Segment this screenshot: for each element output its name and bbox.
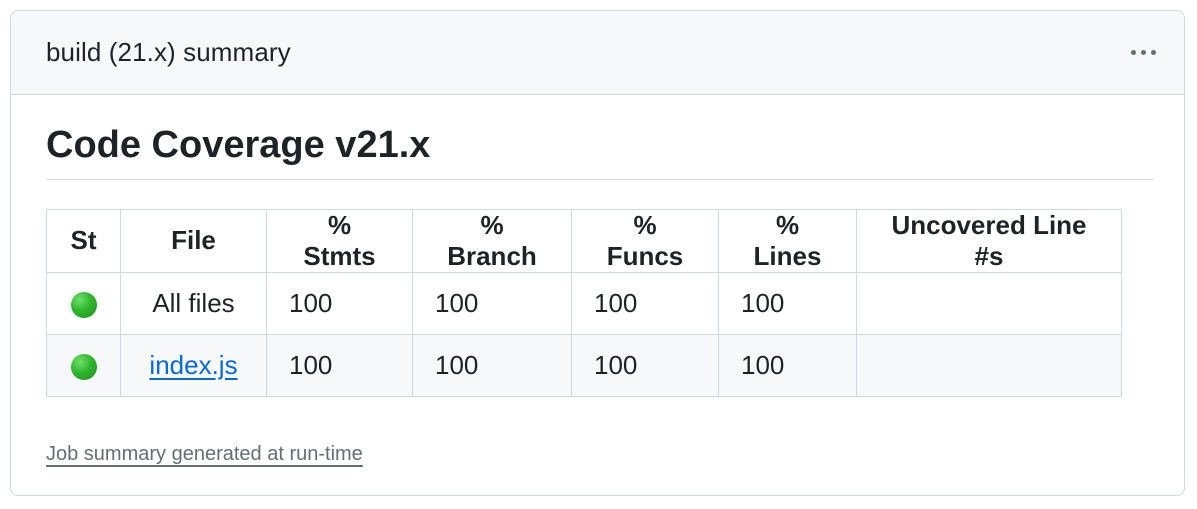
column-header-file: File (120, 208, 267, 273)
table-header-row: St File % Stmts % Branch % Funcs % Lines… (46, 208, 1122, 273)
stmts-cell: 100 (266, 271, 413, 335)
column-header-lines: % Lines (718, 208, 857, 273)
table-row: index.js 100 100 100 100 (46, 333, 1122, 397)
green-circle-icon (70, 291, 97, 318)
job-summary-card: build (21.x) summary Code Coverage v21.x… (10, 10, 1185, 496)
column-header-branch: % Branch (412, 208, 572, 273)
summary-title: build (21.x) summary (46, 37, 291, 67)
dot-icon (1141, 50, 1146, 55)
status-cell (46, 333, 121, 397)
lines-cell: 100 (718, 333, 857, 397)
branch-cell: 100 (412, 333, 572, 397)
column-header-uncovered: Uncovered Line #s (856, 208, 1122, 273)
lines-cell: 100 (718, 271, 857, 335)
table-row: All files 100 100 100 100 (46, 271, 1122, 335)
job-summary-footer-link[interactable]: Job summary generated at run-time (46, 443, 363, 465)
column-header-funcs: % Funcs (571, 208, 719, 273)
stmts-cell: 100 (266, 333, 413, 397)
coverage-table: St File % Stmts % Branch % Funcs % Lines… (46, 208, 1122, 397)
column-header-status: St (46, 208, 121, 273)
card-body: Code Coverage v21.x St File % Stmts % Br… (11, 95, 1184, 397)
file-cell: All files (120, 271, 267, 335)
funcs-cell: 100 (571, 333, 719, 397)
column-header-stmts: % Stmts (266, 208, 413, 273)
dot-icon (1131, 50, 1136, 55)
uncovered-cell (856, 333, 1122, 397)
file-cell: index.js (120, 333, 267, 397)
card-header: build (21.x) summary (11, 11, 1184, 95)
funcs-cell: 100 (571, 271, 719, 335)
dot-icon (1151, 50, 1156, 55)
uncovered-cell (856, 271, 1122, 335)
file-link-index-js[interactable]: index.js (149, 349, 238, 380)
kebab-horizontal-icon[interactable] (1127, 42, 1160, 63)
status-cell (46, 271, 121, 335)
branch-cell: 100 (412, 271, 572, 335)
page-title: Code Coverage v21.x (46, 123, 1154, 180)
green-circle-icon (70, 353, 97, 380)
